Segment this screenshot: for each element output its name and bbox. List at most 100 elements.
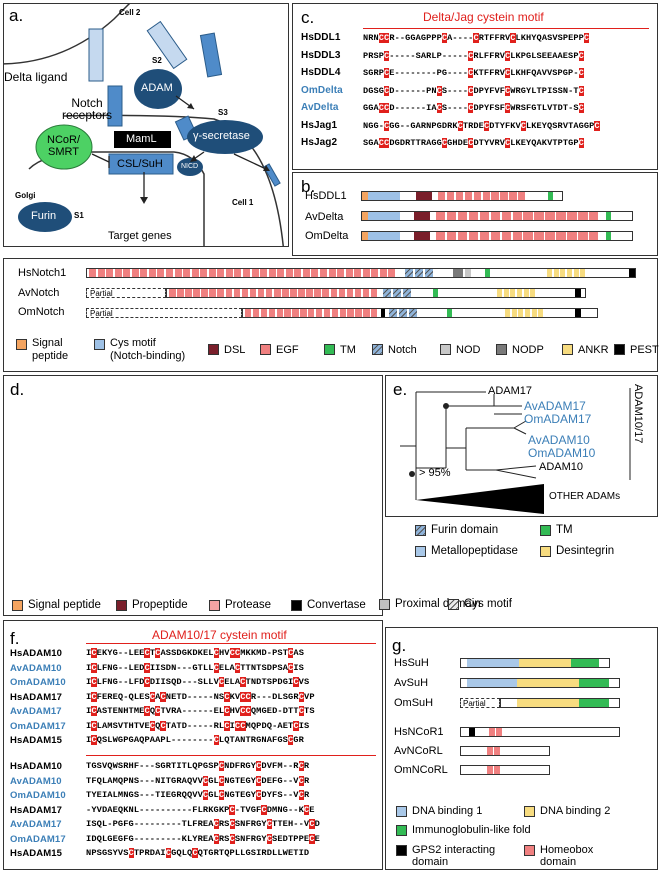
domain-segment bbox=[277, 269, 286, 277]
domain-bar bbox=[460, 727, 620, 737]
alignment-row-name: OmADAM17 bbox=[10, 720, 66, 732]
domain-segment bbox=[409, 309, 417, 317]
domain-segment bbox=[465, 269, 471, 277]
domain-segment bbox=[368, 232, 400, 240]
domain-segment bbox=[166, 269, 175, 277]
panel-c-title-line bbox=[363, 28, 649, 29]
domain-segment bbox=[362, 212, 368, 220]
domain-segment bbox=[560, 269, 567, 277]
adam10-17-group-label: ADAM10/17 bbox=[632, 384, 644, 444]
alignment-row-name: AvDelta bbox=[301, 102, 339, 113]
alignment-row-name: HsADAM10 bbox=[10, 648, 63, 659]
legend-label: NODP bbox=[512, 344, 544, 356]
domain-segment bbox=[496, 728, 503, 736]
legend-swatch bbox=[396, 845, 407, 856]
domain-segment bbox=[589, 232, 600, 240]
alignment-row-sequence: TGSVQWSRHF---SGRTITLQPGSPCNDFRGYCDVFM--R… bbox=[86, 761, 310, 771]
domain-segment bbox=[363, 309, 371, 317]
domain-segment bbox=[89, 269, 98, 277]
domain-bar bbox=[460, 746, 550, 756]
domain-segment bbox=[249, 289, 258, 297]
domain-segment bbox=[362, 269, 371, 277]
panel-b-notch: HsNotch1 AvNotch OmNotch Partial Partial… bbox=[3, 258, 659, 372]
domain-segment bbox=[370, 289, 379, 297]
domain-segment bbox=[518, 192, 527, 200]
domain-bar-avdelta bbox=[361, 211, 633, 221]
domain-segment bbox=[479, 212, 491, 220]
legend-label: EGF bbox=[276, 344, 299, 356]
domain-segment bbox=[257, 289, 266, 297]
domain-segment bbox=[276, 309, 284, 317]
domain-segment bbox=[517, 289, 524, 297]
alignment-row-sequence: NRNCCR--GGAGPPPCA----CRTFFRVCLKHYQASVSPE… bbox=[363, 33, 590, 43]
domain-segment bbox=[523, 212, 534, 220]
domain-segment bbox=[525, 309, 532, 317]
domain-segment bbox=[414, 212, 430, 220]
domain-segment bbox=[489, 728, 496, 736]
domain-segment bbox=[284, 309, 292, 317]
furin-label: Furin bbox=[31, 210, 57, 222]
alignment-row-name: OmADAM17 bbox=[10, 833, 66, 845]
domain-segment bbox=[534, 232, 545, 240]
phylo-tree bbox=[400, 388, 631, 514]
domain-segment bbox=[545, 212, 556, 220]
protein-name: HsSuH bbox=[394, 657, 429, 669]
legend-swatch bbox=[540, 525, 551, 536]
panel-f-label: f. bbox=[10, 629, 20, 648]
alignment-row-name: HsDDL3 bbox=[301, 49, 341, 61]
alignment-row-sequence: ICQSLWGPGAQPAAPL--------CLQTANTRGNAFGSCG… bbox=[86, 735, 304, 745]
delta-ligand-label: Delta ligand bbox=[4, 70, 68, 84]
domain-segment bbox=[446, 212, 458, 220]
domain-segment bbox=[383, 289, 391, 297]
domain-segment bbox=[567, 212, 578, 220]
domain-segment bbox=[501, 212, 513, 220]
domain-segment bbox=[579, 679, 609, 687]
domain-segment bbox=[225, 289, 234, 297]
domain-segment bbox=[274, 289, 282, 297]
domain-segment bbox=[368, 192, 400, 200]
legend-swatch bbox=[415, 525, 426, 536]
domain-segment bbox=[337, 269, 346, 277]
alignment-row-name: OmADAM10 bbox=[10, 790, 66, 801]
legend-swatch bbox=[396, 825, 407, 836]
domain-segment bbox=[251, 269, 260, 277]
alignment-row-sequence: SGACCDGDRTTRAGGCGHDECDTYVRVCLKEYQAKVTPTG… bbox=[363, 138, 584, 148]
alignment-row-sequence: ICASTENHTMECQCTVRA------ELCHVCCQMGED-DTT… bbox=[86, 706, 315, 716]
protein-name-hsddl1: HsDDL1 bbox=[305, 190, 347, 202]
legend-swatch bbox=[562, 344, 573, 355]
domain-segment bbox=[578, 212, 589, 220]
alignment-row-sequence: ICLAMSVTHTVECQCTATD-----RLCICCMQPDQ-AETC… bbox=[86, 720, 310, 731]
domain-segment bbox=[468, 212, 480, 220]
domain-segment bbox=[393, 289, 401, 297]
domain-segment bbox=[523, 289, 530, 297]
domain-segment bbox=[328, 269, 337, 277]
csl-label: CSL/SuH bbox=[117, 158, 163, 170]
legend-label: Furin domain bbox=[431, 524, 499, 536]
domain-segment bbox=[446, 192, 456, 200]
alignment-row-name: AvADAM17 bbox=[10, 819, 62, 830]
domain-segment bbox=[252, 309, 261, 317]
alignment-row-sequence: ICEKYG--LEECTCASSDGKDKELCHVCCMKKMD-PSTCA… bbox=[86, 648, 305, 658]
nicd-label: NICD bbox=[181, 163, 199, 170]
legend-label: Immunoglobulin-like fold bbox=[412, 824, 531, 836]
domain-segment bbox=[338, 289, 347, 297]
domain-segment bbox=[479, 232, 491, 240]
domain-segment bbox=[371, 269, 380, 277]
alignment-row-name: HsJag1 bbox=[301, 119, 338, 131]
protein-name: OmSuH bbox=[394, 697, 434, 709]
domain-bar-omdelta bbox=[361, 231, 633, 241]
legend-label: ANKR bbox=[578, 344, 609, 356]
legend-swatch bbox=[12, 600, 23, 611]
alignment-row-sequence: NGG-CGG--GARNPGDRKCTRDECDTYFKVCLKEYQSRVT… bbox=[363, 120, 600, 131]
domain-segment bbox=[579, 699, 609, 707]
legend-label: Proximal domain bbox=[395, 598, 481, 610]
panel-c-title: Delta/Jag cystein motif bbox=[423, 10, 544, 24]
domain-segment bbox=[308, 309, 316, 317]
legend-label: Convertase bbox=[307, 599, 366, 611]
domain-segment bbox=[294, 269, 303, 277]
domain-segment bbox=[265, 289, 274, 297]
domain-segment bbox=[517, 679, 579, 687]
cell2-label: Cell 2 bbox=[119, 8, 141, 17]
legend-label: DNA binding 1 bbox=[412, 805, 483, 817]
